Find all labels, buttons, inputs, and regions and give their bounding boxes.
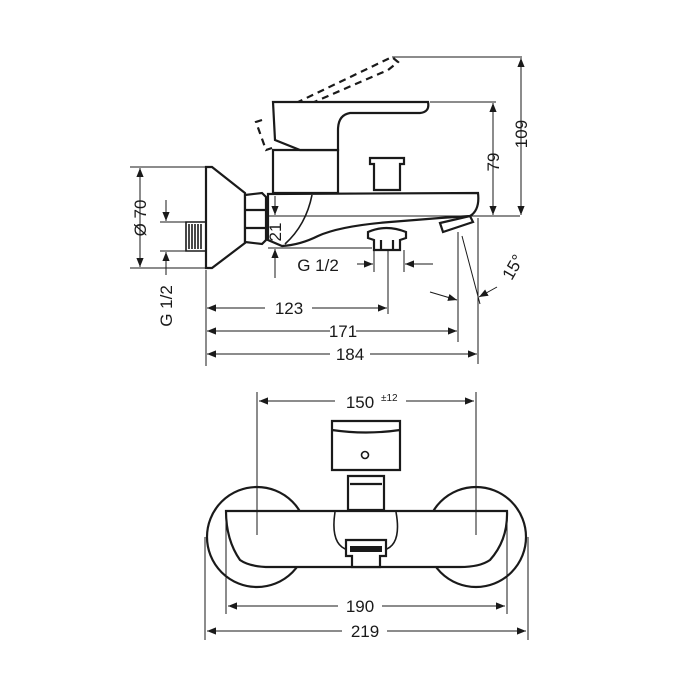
label-184: 184 bbox=[336, 345, 364, 364]
label-79: 79 bbox=[484, 153, 503, 172]
top-knob bbox=[330, 419, 402, 472]
front-extension-lines bbox=[204, 392, 529, 640]
dim-angle-arrow-left bbox=[429, 291, 458, 301]
outlet-mesh bbox=[350, 546, 382, 552]
outlet-fitting bbox=[366, 226, 408, 252]
label-219: 219 bbox=[351, 622, 379, 641]
spout-curve bbox=[284, 194, 313, 245]
label-171: 171 bbox=[329, 322, 357, 341]
spout bbox=[266, 191, 480, 248]
label-21: 21 bbox=[266, 223, 285, 242]
side-view: 79 109 Ø 70 G 1/2 21 G 1/2 123 171 184 1… bbox=[130, 55, 531, 366]
diverter-knob bbox=[368, 156, 406, 192]
label-150-tolerance: ±12 bbox=[381, 393, 398, 404]
lever-open-dashed bbox=[254, 55, 400, 152]
label-rosette-diameter: Ø 70 bbox=[131, 200, 150, 237]
label-190: 190 bbox=[346, 597, 374, 616]
front-view: 150 ±12 190 219 bbox=[204, 392, 529, 641]
wall-rosette bbox=[204, 165, 247, 270]
label-123: 123 bbox=[275, 299, 303, 318]
front-outlet bbox=[344, 538, 388, 569]
label-150: 150 bbox=[346, 393, 374, 412]
label-outlet-thread: G 1/2 bbox=[297, 256, 339, 275]
aerator bbox=[438, 214, 475, 234]
knob-dot bbox=[360, 450, 370, 460]
hex-nut bbox=[243, 191, 268, 246]
label-angle: 15° bbox=[499, 251, 528, 283]
label-wall-thread: G 1/2 bbox=[157, 285, 176, 327]
lever bbox=[271, 100, 430, 152]
stem bbox=[346, 474, 386, 512]
wall-thread bbox=[185, 221, 207, 252]
label-109: 109 bbox=[512, 120, 531, 148]
mixer-body bbox=[271, 148, 340, 195]
dim-angle-arrow-right bbox=[478, 286, 498, 298]
extension-lines bbox=[130, 56, 522, 366]
